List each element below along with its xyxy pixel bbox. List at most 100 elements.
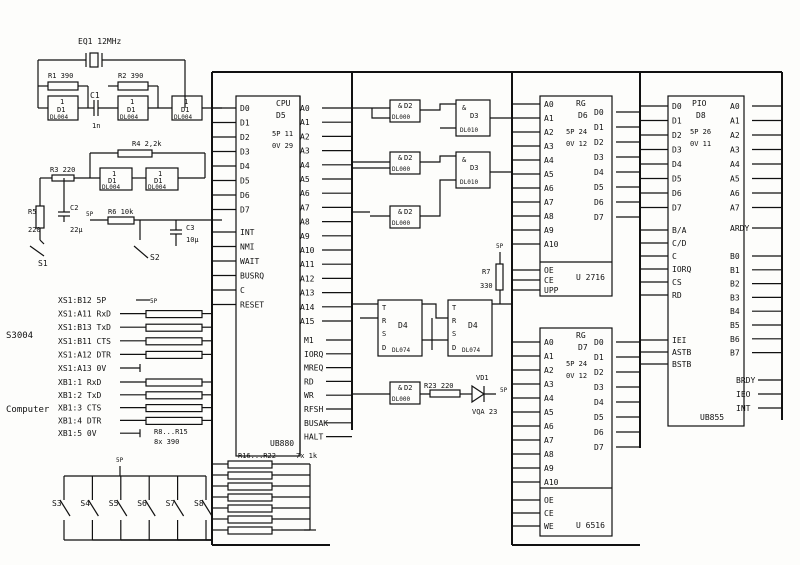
resistor-r19 xyxy=(227,493,273,502)
svg-text:D1: D1 xyxy=(57,106,65,114)
resistor-xs-4 xyxy=(145,350,203,359)
ram-pin-d0: D0 xyxy=(594,338,604,347)
svg-text:0V 12: 0V 12 xyxy=(566,372,587,380)
xs1-row-0: XS1:B12 5P xyxy=(58,296,106,305)
resistor-xs-3 xyxy=(145,337,203,346)
pio-pin-b5: B5 xyxy=(730,321,740,330)
svg-text:DL000: DL000 xyxy=(392,220,410,227)
c3-label: C3 xyxy=(186,224,194,232)
resistor-r3 xyxy=(51,174,75,182)
pio-pin-cs: CS xyxy=(672,278,682,287)
pushbutton-s8 xyxy=(201,499,213,517)
svg-text:&: & xyxy=(462,104,467,112)
svg-text:0V 11: 0V 11 xyxy=(690,140,711,148)
cpu-pin-a11: A11 xyxy=(300,260,315,269)
ram-pin-a10: A10 xyxy=(544,478,559,487)
rom-pin-a3: A3 xyxy=(544,142,554,151)
pio-pin-ba: B/A xyxy=(672,226,687,235)
r5-value: 220 xyxy=(28,226,41,234)
xs1-row-2: XS1:B13 TxD xyxy=(58,323,111,332)
rom-pin-a5: A5 xyxy=(544,170,554,179)
r5-label: R5 xyxy=(28,208,36,216)
cpu-pin-a10: A10 xyxy=(300,246,315,255)
rom-pin-d3: D3 xyxy=(594,153,604,162)
svg-text:DL000: DL000 xyxy=(392,396,410,403)
ram-pin-d1: D1 xyxy=(594,353,604,362)
crystal-eq1 xyxy=(89,52,99,68)
cpu-pin-int: INT xyxy=(240,228,255,237)
svg-text:D: D xyxy=(452,344,456,352)
rom-pin-a2: A2 xyxy=(544,128,554,137)
r1-label: R1 390 xyxy=(48,72,73,80)
cpu-pin-a6: A6 xyxy=(300,189,310,198)
svg-text:5P: 5P xyxy=(86,211,94,218)
svg-text:R: R xyxy=(452,317,457,325)
svg-text:T: T xyxy=(382,304,387,312)
svg-text:R: R xyxy=(382,317,387,325)
svg-text:DL004: DL004 xyxy=(148,184,166,191)
cpu-pin-rd: RD xyxy=(304,377,314,386)
svg-text:D7: D7 xyxy=(578,343,588,352)
pio-pin-int: INT xyxy=(736,404,751,413)
resistor-r4 xyxy=(117,149,153,158)
svg-text:VQA 23: VQA 23 xyxy=(472,408,497,416)
ram-pin-d4: D4 xyxy=(594,398,604,407)
svg-text:DL010: DL010 xyxy=(460,179,478,186)
pio-title: PIO xyxy=(692,99,707,108)
rom-pin-d6: D6 xyxy=(594,198,604,207)
cpu-pin-wait: WAIT xyxy=(240,257,259,266)
c2-value: 22µ xyxy=(70,226,83,234)
pio-pin-d7: D7 xyxy=(672,204,682,213)
svg-text:1: 1 xyxy=(112,170,116,178)
svg-text:5P: 5P xyxy=(500,387,508,394)
svg-text:DL004: DL004 xyxy=(102,184,120,191)
svg-text:&: & xyxy=(398,102,403,110)
cpu-pin-d7: D7 xyxy=(240,206,250,215)
led-indicator: R7 330 5P R23 220 VD1 VQA 23 5P xyxy=(424,243,508,416)
rom-pin-d2: D2 xyxy=(594,138,604,147)
r4-label: R4 2,2k xyxy=(132,140,162,148)
xb1-row-4: XB1:5 0V xyxy=(58,429,97,438)
ram-pin-a3: A3 xyxy=(544,380,554,389)
xs1-row-5: XS1:A13 0V xyxy=(58,364,106,373)
svg-text:T: T xyxy=(452,304,457,312)
pio-chip-d8: PIO D8 5P 26 0V 11 UB855 D0D1D2D3D4D5D6D… xyxy=(640,95,782,427)
pushbutton-s3 xyxy=(59,499,71,517)
ram-pin-a1: A1 xyxy=(544,352,554,361)
xs1-row-3: XS1:B11 CTS xyxy=(58,337,111,346)
svg-text:7x 1k: 7x 1k xyxy=(296,452,318,460)
cpu-pin-a2: A2 xyxy=(300,132,310,141)
eprom-chip-d6: RG D6 5P 24 0V 12 U 2716 A0A1A2A3A4A5A6A… xyxy=(512,95,640,297)
svg-text:D5: D5 xyxy=(276,111,286,120)
resistor-xb-1 xyxy=(145,391,203,400)
pio-pin-b3: B3 xyxy=(730,293,740,302)
pushbutton-s5 xyxy=(116,499,128,517)
pio-pin-b1: B1 xyxy=(730,266,740,275)
cpu-pin-a0: A0 xyxy=(300,104,310,113)
xb1-row-3: XB1:4 DTR xyxy=(58,416,102,425)
switch-label-s8: S8 xyxy=(194,499,204,508)
svg-text:D2: D2 xyxy=(404,154,412,162)
svg-text:&: & xyxy=(462,156,467,164)
ram-pin-d7: D7 xyxy=(594,443,604,452)
s1-label: S1 xyxy=(38,259,48,268)
switch-label-s4: S4 xyxy=(80,499,90,508)
ram-title: RG xyxy=(576,331,586,340)
cpu-pin-a1: A1 xyxy=(300,118,310,127)
cpu-pin-mreq: MREQ xyxy=(304,364,323,373)
svg-text:0V 12: 0V 12 xyxy=(566,140,587,148)
svg-text:D1: D1 xyxy=(181,106,189,114)
cpu-pin-d2: D2 xyxy=(240,133,250,142)
cpu-title: CPU xyxy=(276,99,291,108)
